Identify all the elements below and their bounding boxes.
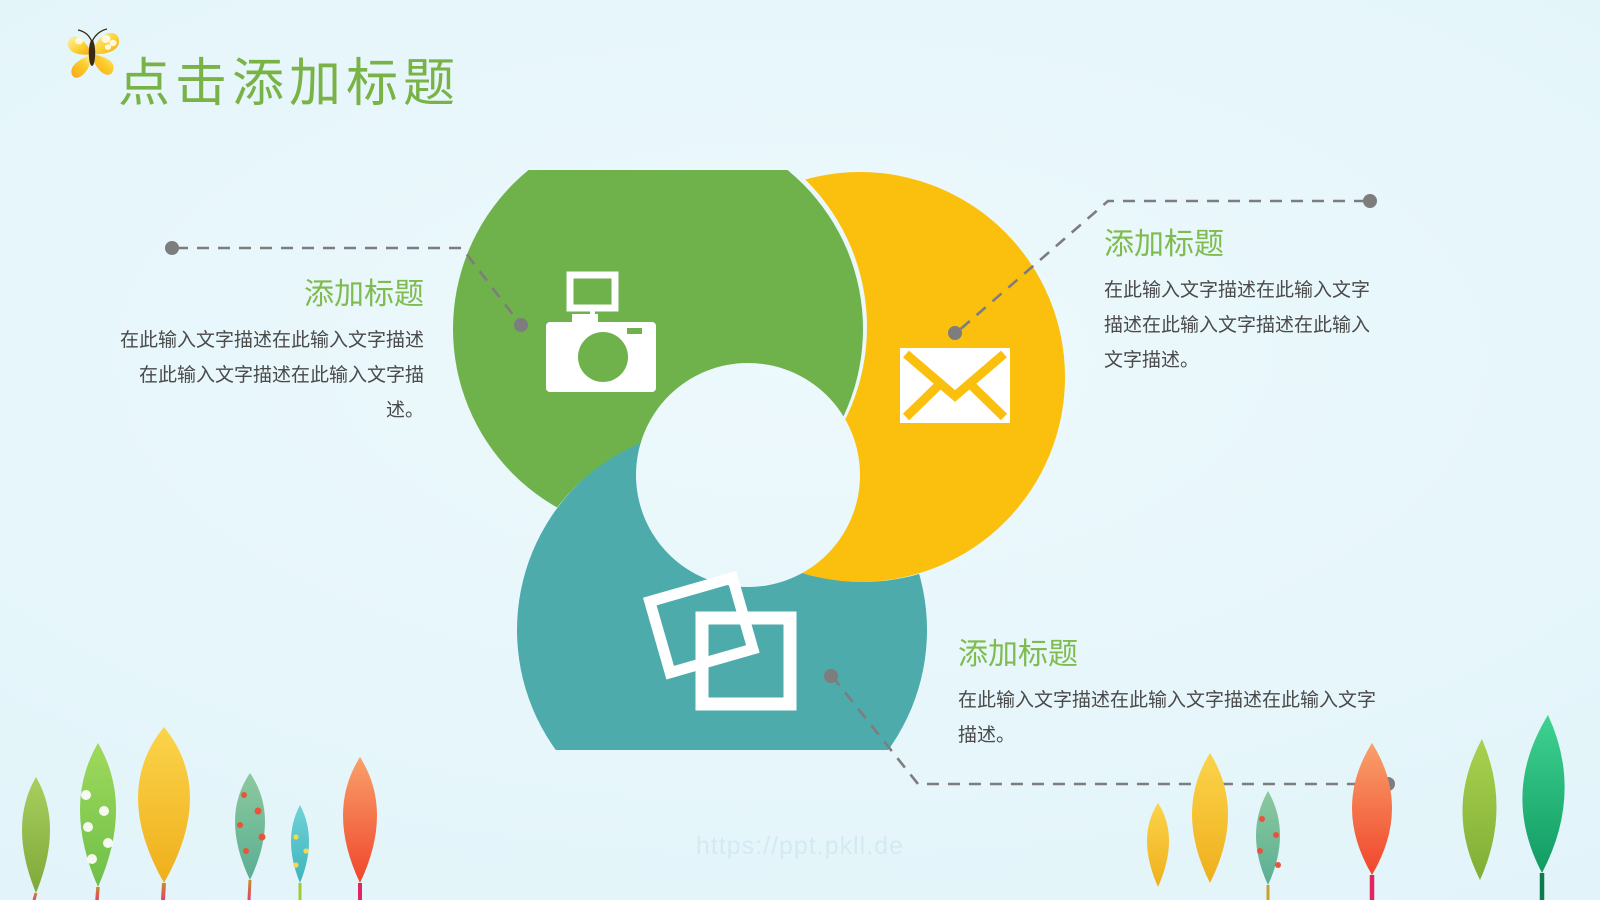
leaf-stem (247, 879, 252, 900)
connector-endpoint-right-outer (1363, 194, 1377, 208)
leaf-teal-dot-marks (237, 792, 266, 854)
leaf-green-red-dot-marks (1257, 816, 1281, 868)
leaf-emerald (1522, 715, 1565, 873)
leaf-group-right (1147, 715, 1565, 900)
envelope-icon (900, 348, 1010, 423)
callout-right-top-body: 在此输入文字描述在此输入文字描述在此输入文字描述在此输入文字描述。 (1104, 279, 1371, 372)
photo-frames-icon (642, 571, 797, 711)
leaf-orange-tall (1352, 743, 1392, 875)
leaf-stem (32, 892, 38, 900)
callout-left[interactable]: 添加标题 在此输入文字描述在此输入文字描述在此输入文字描述在此输入文字描述。 (118, 277, 424, 428)
callout-bottom-right[interactable]: 添加标题 在此输入文字描述在此输入文字描述在此输入文字描述。 (958, 637, 1382, 753)
leaf-lime (1462, 739, 1497, 880)
decorative-leaves (22, 715, 1565, 900)
leaf-stem (161, 882, 166, 900)
leaf-green-red (1256, 791, 1280, 885)
watermark: https://ppt.pkll.de (695, 832, 904, 860)
butterfly-icon (68, 28, 120, 78)
callout-bottom-right-body: 在此输入文字描述在此输入文字描述在此输入文字描述。 (958, 689, 1377, 746)
callout-right-top[interactable]: 添加标题 在此输入文字描述在此输入文字描述在此输入文字描述在此输入文字描述。 (1104, 227, 1386, 378)
callout-right-top-title: 添加标题 (1104, 227, 1224, 262)
connector-endpoint-left-outer (165, 241, 179, 255)
callout-bottom-right-title: 添加标题 (958, 637, 1078, 672)
ring-segment-green[interactable] (453, 170, 863, 534)
leaf-green-dots (80, 743, 116, 887)
leaf-stem (95, 886, 100, 900)
leaf-olive (22, 777, 50, 893)
callout-left-body: 在此输入文字描述在此输入文字描述在此输入文字描述在此输入文字描述。 (119, 329, 424, 422)
page-title: 点击添加标题 (118, 54, 461, 114)
leaf-yellow-small (1147, 803, 1169, 887)
leaf-yellow (138, 727, 190, 883)
leaf-yellow-tall (1192, 753, 1228, 883)
camera-icon (546, 271, 656, 392)
leaf-group-left (22, 727, 377, 900)
callout-left-title: 添加标题 (304, 277, 424, 312)
leaf-orange (343, 757, 377, 883)
header: 点击添加标题 (0, 0, 700, 150)
leaf-cyan-dot-marks (293, 834, 309, 868)
leaf-green-dot-marks (81, 790, 113, 864)
leaf-teal-red (235, 773, 265, 880)
